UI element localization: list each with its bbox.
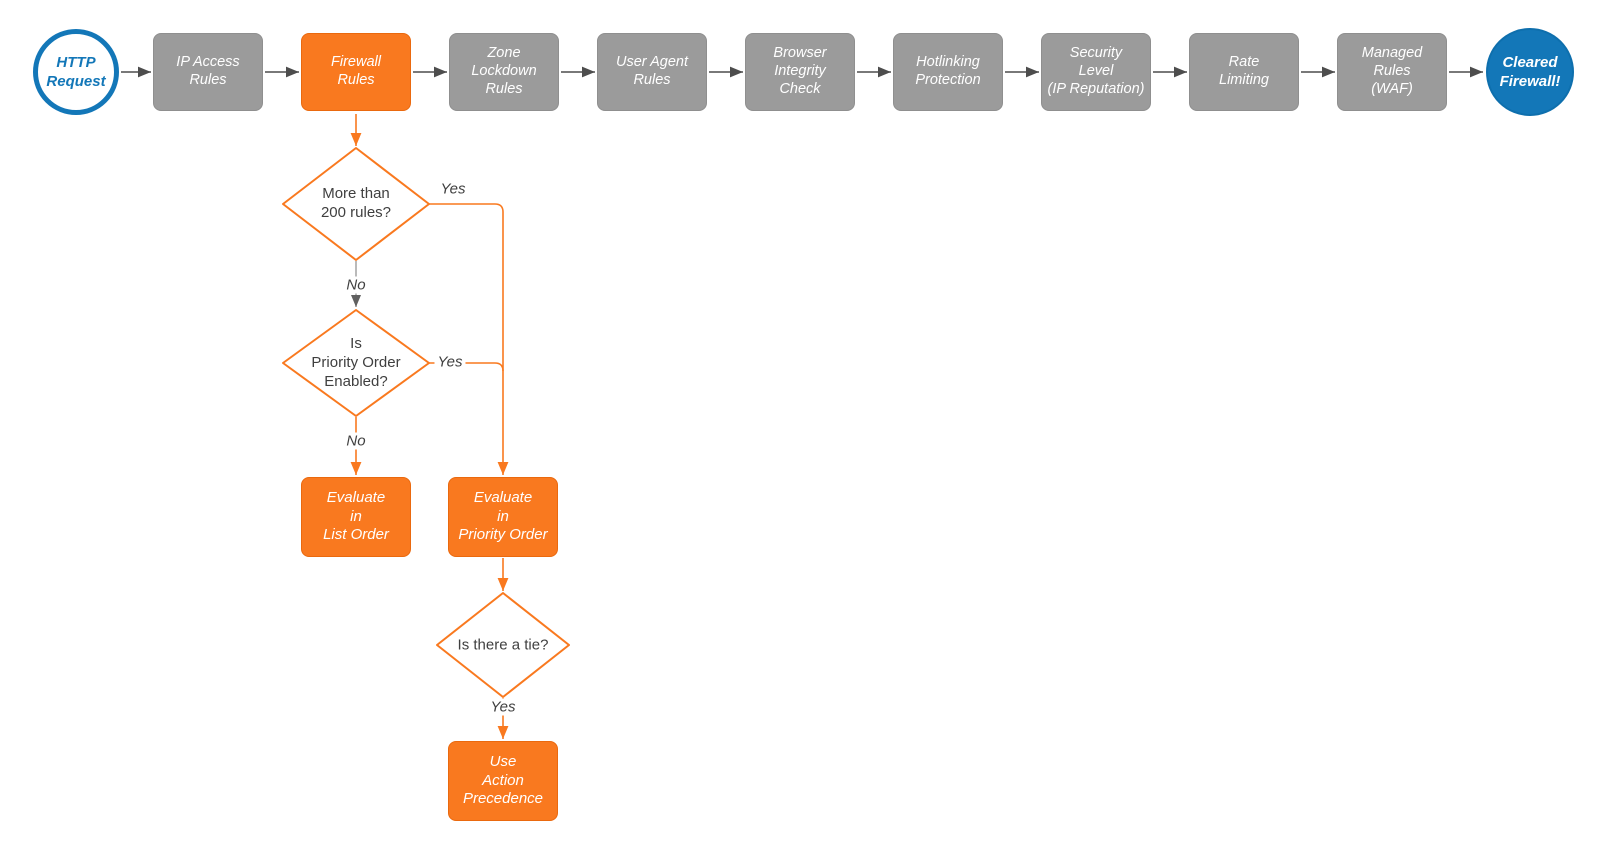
- decision-more-than-200-rules-shape: [282, 147, 430, 261]
- stage-managed-rules-waf: Managed Rules (WAF): [1337, 33, 1447, 111]
- action-use-action-precedence: Use Action Precedence: [448, 741, 558, 821]
- stage-label: Managed Rules (WAF): [1361, 45, 1423, 97]
- action-label: Evaluate in Priority Order: [458, 488, 548, 544]
- end-node-cleared-firewall: Cleared Firewall!: [1486, 28, 1574, 116]
- stage-ip-access-rules: IP Access Rules: [153, 33, 263, 111]
- decision-is-there-a-tie-label: Is there a tie?: [457, 636, 549, 654]
- stage-label: IP Access Rules: [176, 54, 240, 88]
- stage-label: Hotlinking Protection: [915, 54, 981, 88]
- stage-label: Browser Integrity Check: [773, 45, 827, 97]
- stage-hotlinking-protection: Hotlinking Protection: [893, 33, 1003, 111]
- edge-label-no-more-than-200: No: [343, 276, 369, 294]
- action-label: Evaluate in List Order: [323, 488, 389, 544]
- stage-label: Firewall Rules: [331, 54, 381, 88]
- stage-label: Rate Limiting: [1219, 54, 1269, 88]
- stage-label: User Agent Rules: [616, 54, 688, 88]
- edge-label-yes-more-than-200: Yes: [437, 180, 469, 198]
- edge-label-no-priority-order: No: [343, 432, 369, 450]
- stage-label: Zone Lockdown Rules: [471, 45, 537, 97]
- end-node-label: Cleared Firewall!: [1499, 53, 1561, 91]
- stage-firewall-rules: Firewall Rules: [301, 33, 411, 111]
- action-evaluate-in-priority-order: Evaluate in Priority Order: [448, 477, 558, 557]
- start-node-http-request: HTTP Request: [33, 29, 119, 115]
- decision-priority-order-enabled-label: Is Priority Order Enabled?: [311, 335, 401, 391]
- decision-priority-order-enabled-shape: [282, 309, 430, 417]
- edge-decision-priority-order-yes: [429, 362, 504, 372]
- stage-user-agent-rules: User Agent Rules: [597, 33, 707, 111]
- stage-zone-lockdown-rules: Zone Lockdown Rules: [449, 33, 559, 111]
- stage-rate-limiting: Rate Limiting: [1189, 33, 1299, 111]
- edge-label-yes-tie: Yes: [487, 698, 519, 716]
- start-node-label: HTTP Request: [46, 53, 106, 91]
- edge-decision-200-rules-yes: [429, 203, 509, 475]
- action-label: Use Action Precedence: [462, 752, 544, 808]
- decision-is-there-a-tie-shape: [436, 592, 570, 698]
- stage-label: Security Level (IP Reputation): [1047, 45, 1145, 97]
- edge-label-yes-priority-order: Yes: [434, 353, 466, 371]
- stage-browser-integrity-check: Browser Integrity Check: [745, 33, 855, 111]
- decision-more-than-200-rules-label: More than 200 rules?: [320, 184, 392, 221]
- stage-security-level-ip-reputation: Security Level (IP Reputation): [1041, 33, 1151, 111]
- action-evaluate-in-list-order: Evaluate in List Order: [301, 477, 411, 557]
